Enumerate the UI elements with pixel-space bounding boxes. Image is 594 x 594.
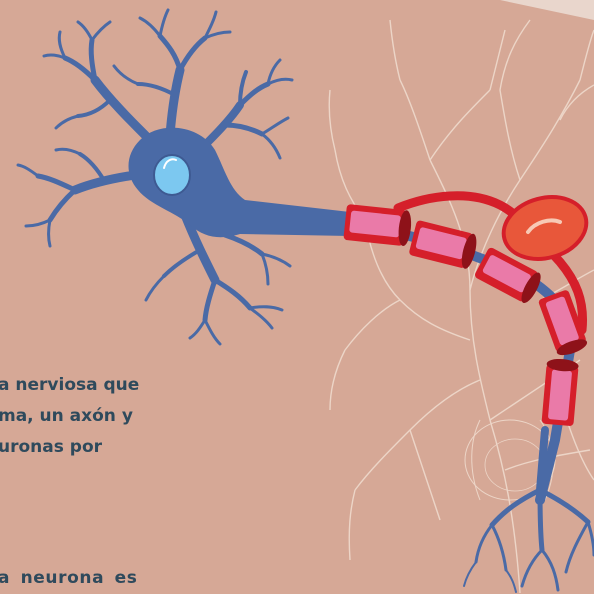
nucleus [154,155,190,195]
paragraph-1: a nerviosa que ma, un axón y uronas por [0,370,139,463]
paragraph-1-line-3: uronas por [0,432,139,463]
schwann-cell [497,188,594,268]
paragraph-1-line-2: ma, un axón y [0,401,139,432]
paragraph-2-line-1: a neurona es [0,563,138,594]
axon-terminals [464,430,594,592]
corner-highlight [500,0,594,20]
paragraph-1-line-1: a nerviosa que [0,370,139,401]
paragraph-2: a neurona es [0,563,138,594]
